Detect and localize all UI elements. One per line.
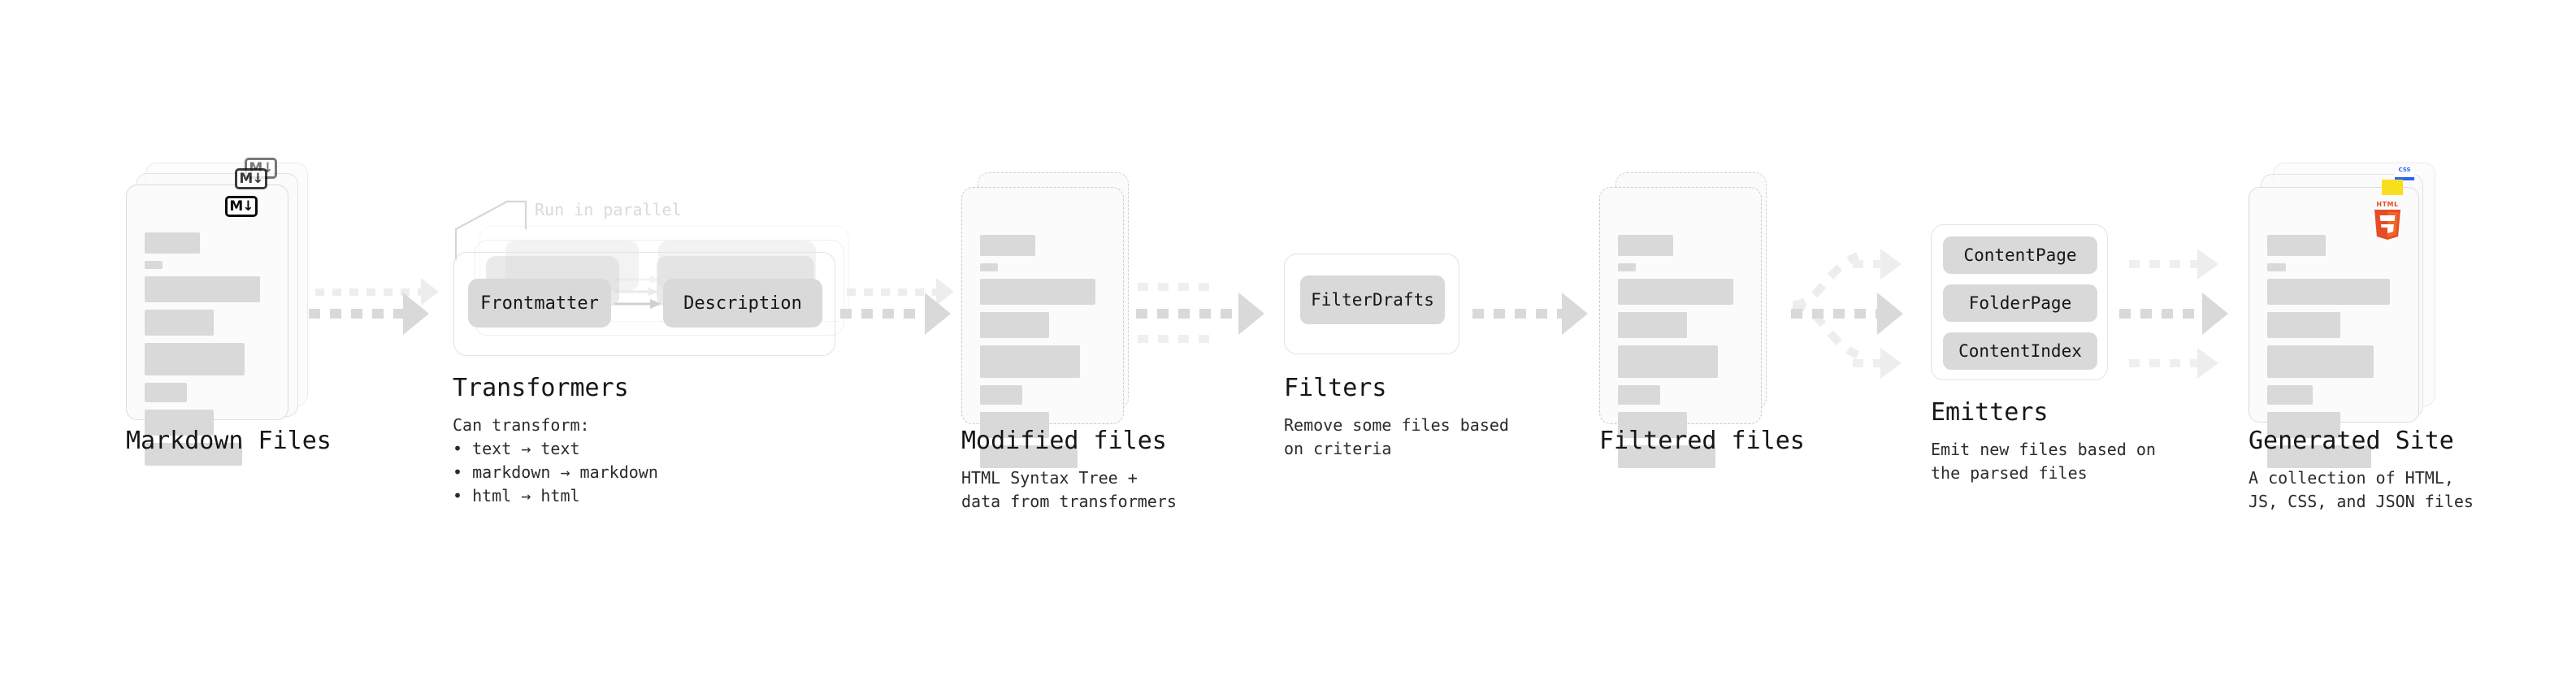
filtered-files-title: Filtered files — [1599, 427, 1805, 455]
markdown-files-label-group: Markdown Files — [126, 427, 332, 455]
emitters-container: ContentPage FolderPage ContentIndex — [1931, 224, 2108, 380]
emitters-title: Emitters — [1931, 398, 2049, 427]
emitter-chip-folderpage[interactable]: FolderPage — [1943, 284, 2097, 322]
filters-container: FilterDrafts — [1284, 254, 1459, 354]
document-placeholder-lines — [2267, 235, 2400, 475]
css3-badge-label: CSS — [2398, 167, 2411, 173]
filtered-file-card-front — [1599, 187, 1762, 468]
modified-files-subtitle: HTML Syntax Tree + data from transformer… — [961, 468, 1177, 511]
html5-shield-icon: HTML — [2374, 201, 2400, 240]
filtered-files-label-group: Filtered files — [1599, 427, 1805, 455]
modified-file-card-front — [961, 187, 1124, 468]
document-placeholder-lines — [980, 235, 1105, 475]
svg-text:HTML: HTML — [2376, 201, 2398, 208]
transformer-chip-description[interactable]: Description — [663, 279, 822, 327]
connector-emitters-to-site — [2119, 293, 2228, 335]
markdown-files-card-stack: M↓ M↓ M↓ — [126, 158, 313, 466]
html5-badge: HTML — [2369, 199, 2406, 245]
connector-emitters-to-site-upper — [2129, 249, 2218, 280]
generated-site-title: Generated Site — [2249, 427, 2454, 455]
markdown-badge-arrow-icon: ↓ — [242, 197, 254, 215]
javascript-badge — [2382, 180, 2403, 195]
modified-files-title: Modified files — [961, 427, 1167, 455]
filter-chip-filterdrafts[interactable]: FilterDrafts — [1300, 275, 1445, 324]
markdown-badge-back-1: M↓ — [235, 168, 267, 189]
generated-site-card-stack: CSS HTML — [2249, 163, 2444, 468]
emitters-label-group: Emitters Emit new files based on the par… — [1931, 398, 2156, 485]
generated-site-subtitle: A collection of HTML, JS, CSS, and JSON … — [2249, 468, 2474, 511]
filtered-files-card-stack — [1599, 172, 1786, 468]
emitter-chip-contentindex[interactable]: ContentIndex — [1943, 332, 2097, 370]
generated-site-label-group: Generated Site A collection of HTML, JS,… — [2249, 427, 2474, 514]
emitter-chip-contentpage[interactable]: ContentPage — [1943, 236, 2097, 274]
connector-filtered-to-emitters-lower — [1853, 348, 1902, 379]
markdown-badge-arrow-icon: ↓ — [252, 170, 263, 187]
connector-filters-to-filtered — [1472, 293, 1588, 335]
filters-subtitle: Remove some files based on criteria — [1284, 415, 1509, 458]
connector-modified-to-filters — [1136, 293, 1264, 335]
modified-files-card-stack — [961, 172, 1148, 468]
filters-title: Filters — [1284, 374, 1387, 402]
connector-filtered-to-emitters — [1791, 293, 1903, 335]
connector-emitters-to-site-lower — [2129, 348, 2218, 379]
markdown-badge-letter: M — [239, 170, 253, 187]
connector-filtered-to-emitters-upper — [1853, 249, 1902, 280]
transformer-frame-front — [453, 252, 835, 356]
run-in-parallel-label: Run in parallel — [535, 200, 682, 219]
markdown-file-card-front — [126, 184, 288, 466]
modified-files-label-group: Modified files HTML Syntax Tree + data f… — [961, 427, 1177, 514]
connector-modified-to-filters-branch-upper — [1138, 283, 1219, 291]
document-placeholder-lines — [1618, 235, 1743, 475]
markdown-badge-letter: M — [229, 197, 243, 215]
markdown-badge-front: M↓ — [225, 196, 258, 217]
connector-modified-to-filters-branch-lower — [1138, 335, 1219, 343]
markdown-files-title: Markdown Files — [126, 427, 332, 455]
connector-md-to-transformers — [309, 293, 429, 335]
filters-label-group: Filters Remove some files based on crite… — [1284, 374, 1509, 461]
connector-transformers-to-modified — [840, 293, 951, 335]
transformers-label-group: Transformers Can transform: • text → tex… — [453, 374, 658, 508]
css3-badge: CSS — [2395, 167, 2414, 180]
document-placeholder-lines — [145, 232, 270, 473]
transformers-title: Transformers — [453, 374, 629, 402]
transformer-chip-frontmatter[interactable]: Frontmatter — [468, 279, 611, 327]
emitters-subtitle: Emit new files based on the parsed files — [1931, 440, 2156, 483]
transformers-subtitle: Can transform: • text → text • markdown … — [453, 415, 658, 505]
